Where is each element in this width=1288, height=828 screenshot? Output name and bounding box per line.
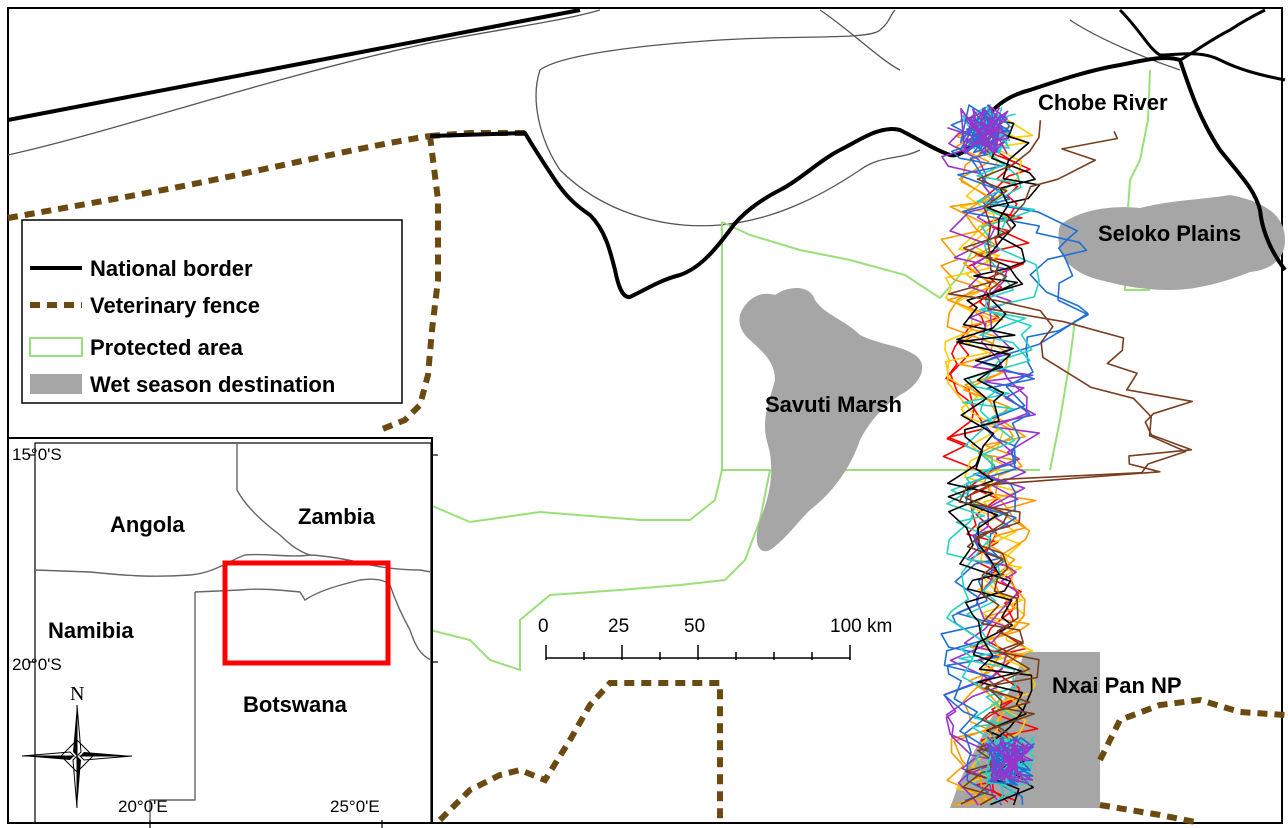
label-zambia: Zambia — [298, 504, 376, 529]
animal-track — [943, 130, 1089, 802]
label-chobe-river: Chobe River — [1038, 90, 1168, 115]
label-botswana: Botswana — [243, 692, 348, 717]
animal-track — [946, 115, 1036, 806]
north-label: N — [70, 683, 84, 705]
north-arrow-icon: N — [21, 683, 133, 809]
animal-track — [947, 127, 1041, 806]
thin-boundaries — [7, 9, 1181, 227]
inset-lon-right: 25°0'E — [330, 797, 380, 816]
legend-symbol-wet — [30, 374, 82, 394]
animal-tracks — [940, 104, 1194, 806]
seloko-plains-area — [1058, 195, 1285, 290]
national-borders — [7, 8, 1287, 299]
border-east-3 — [1179, 8, 1266, 62]
label-namibia: Namibia — [48, 618, 134, 643]
label-seloko-plains: Seloko Plains — [1098, 221, 1241, 246]
animal-track — [945, 130, 1039, 803]
legend-symbol-protected — [29, 337, 83, 357]
scale-label-0: 0 — [538, 616, 549, 637]
inset-lat-bottom: 20°0'S — [12, 655, 62, 674]
animal-track — [958, 120, 1194, 806]
wet-season-areas — [739, 195, 1285, 808]
study-area-extent — [222, 560, 391, 666]
legend-label-fence: Veterinary fence — [90, 293, 260, 318]
legend-label-protected: Protected area — [90, 335, 244, 360]
protected-areas — [429, 69, 1151, 672]
label-nxai-pan: Nxai Pan NP — [1052, 673, 1182, 698]
border-east-1 — [1178, 59, 1287, 272]
scale-label-50: 50 — [684, 616, 705, 637]
scale-label-25: 25 — [608, 616, 629, 637]
scale-label-100: 100 km — [830, 616, 892, 637]
animal-track — [940, 110, 1089, 806]
animal-track — [940, 116, 1037, 806]
animal-track-cluster — [960, 104, 1009, 155]
inset-lon-left: 20°0'E — [118, 797, 168, 816]
inset-map: 15°0'S 20°0'S 20°0'E 25°0'E Angola Zambi… — [7, 437, 438, 828]
legend-label-border: National border — [90, 256, 253, 281]
label-angola: Angola — [110, 512, 185, 537]
border-east-2 — [1118, 8, 1286, 82]
legend-label-wet: Wet season destination — [90, 372, 335, 397]
label-savuti-marsh: Savuti Marsh — [765, 392, 902, 417]
inset-lat-top: 15°0'S — [12, 445, 62, 464]
legend: National border Veterinary fence Protect… — [21, 219, 403, 404]
border-main — [429, 55, 1181, 299]
inset-country-borders — [34, 443, 432, 820]
savuti-marsh-area — [739, 288, 923, 552]
scale-bar: 0 25 50 100 km — [538, 616, 892, 660]
animal-track — [946, 115, 1033, 806]
animal-track — [946, 113, 1040, 804]
animal-track-cluster — [985, 736, 1035, 785]
border-northwest — [7, 8, 581, 122]
